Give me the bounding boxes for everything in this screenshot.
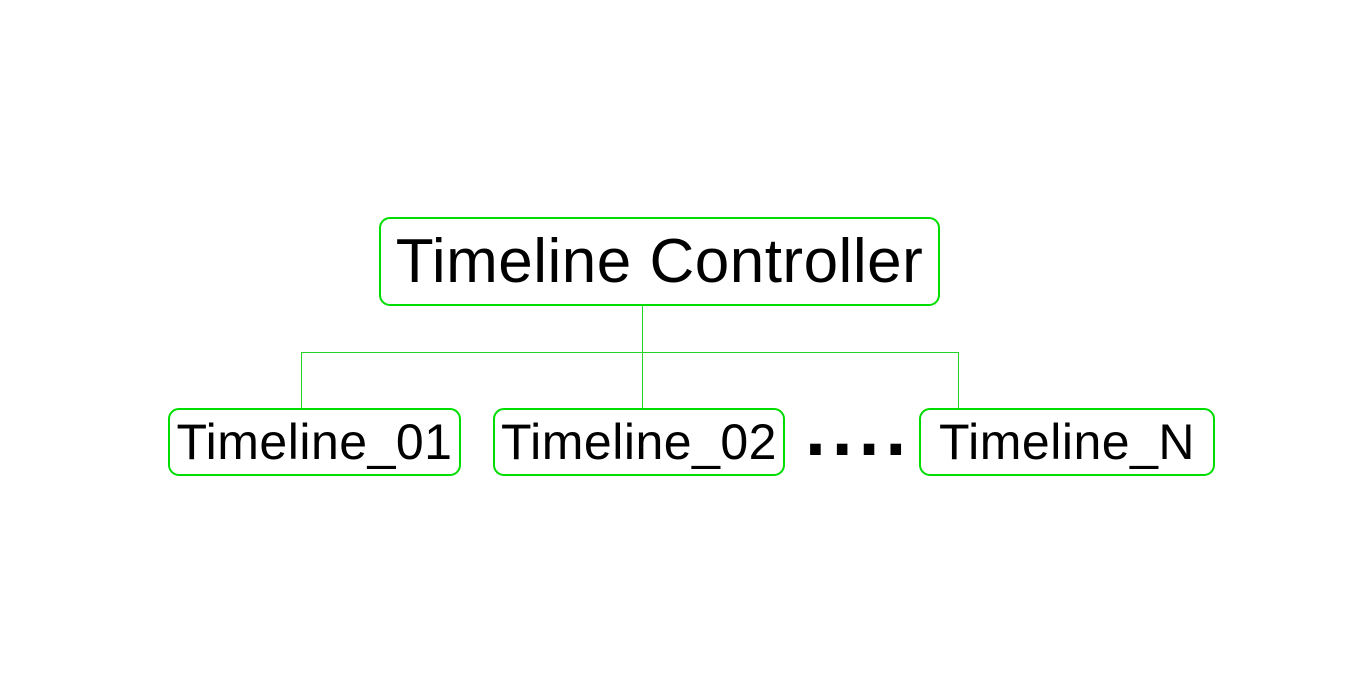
node-timeline-01[interactable]: Timeline_01 <box>168 408 461 476</box>
connector-drop-timeline-02 <box>642 353 643 408</box>
node-timeline-n-label: Timeline_N <box>938 414 1195 470</box>
connector-drop-timeline-01 <box>301 353 302 408</box>
node-timeline-controller[interactable]: Timeline Controller <box>379 217 940 306</box>
node-timeline-02-label: Timeline_02 <box>500 414 777 470</box>
node-timeline-controller-label: Timeline Controller <box>395 226 924 296</box>
connector-bus <box>301 352 959 353</box>
connector-root-stem <box>642 306 643 353</box>
node-timeline-01-label: Timeline_01 <box>176 414 453 470</box>
connector-drop-timeline-n <box>958 353 959 408</box>
node-timeline-n[interactable]: Timeline_N <box>919 408 1215 476</box>
ellipsis-more-nodes: .... <box>804 400 912 470</box>
node-timeline-02[interactable]: Timeline_02 <box>493 408 785 476</box>
